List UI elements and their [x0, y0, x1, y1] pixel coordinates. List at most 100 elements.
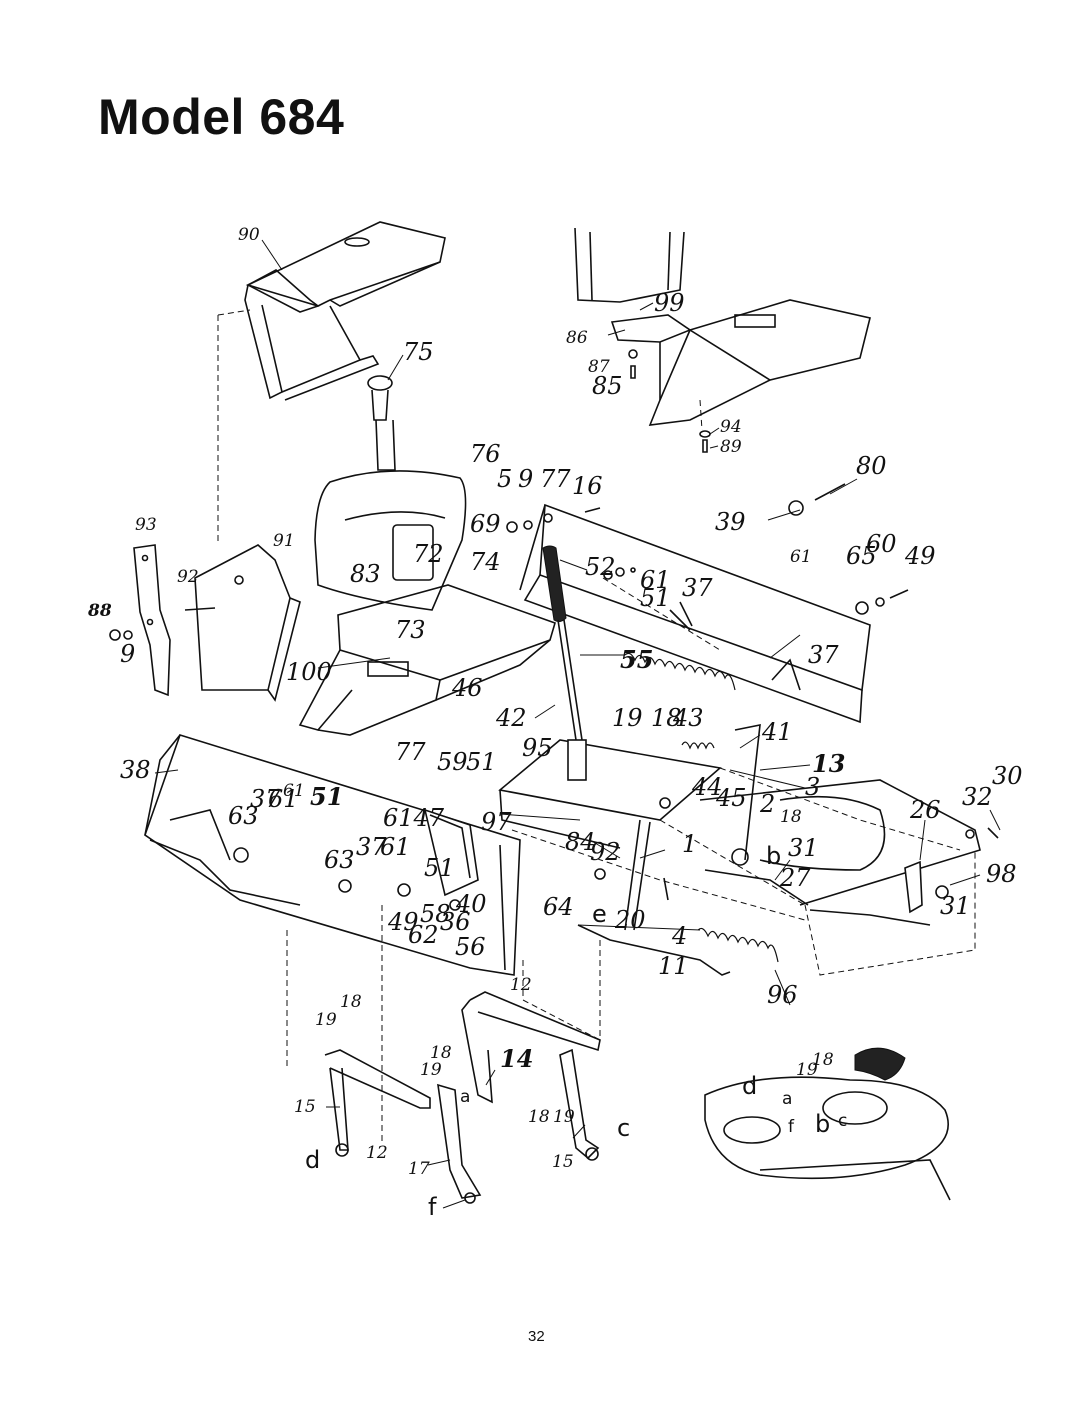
label-52: 52: [585, 553, 616, 581]
label-31a: 31: [788, 834, 819, 862]
label-84: 84: [565, 828, 596, 856]
label-85: 85: [592, 372, 623, 400]
label-61d: 61: [283, 781, 305, 801]
label-2: 2: [759, 790, 775, 818]
label-5: 5: [497, 465, 512, 493]
label-b1: b: [766, 842, 781, 870]
shift-lever: [542, 545, 587, 781]
label-32: 32: [962, 783, 993, 811]
label-77: 77: [540, 465, 571, 493]
label-51a: 51: [640, 584, 671, 612]
mower-deck: [704, 1047, 951, 1201]
label-d2: d: [742, 1072, 757, 1100]
label-92: 92: [177, 567, 199, 587]
extension-spring-lower: [577, 924, 779, 963]
label-90: 90: [238, 225, 260, 245]
label-4: 4: [671, 922, 687, 950]
extension-spring-upper: [580, 652, 736, 691]
label-75: 75: [403, 338, 434, 366]
label-91: 91: [273, 531, 295, 551]
label-74: 74: [470, 548, 501, 576]
label-43: 43: [672, 704, 704, 732]
label-62: 62: [408, 921, 439, 949]
label-16: 16: [572, 472, 603, 500]
label-19c: 19: [420, 1060, 442, 1080]
label-51d: 51: [424, 854, 455, 882]
label-37c: 37: [250, 785, 281, 813]
label-15b: 15: [294, 1097, 316, 1117]
label-38: 38: [120, 756, 151, 784]
lift-quadrant: [423, 808, 479, 897]
label-46: 46: [451, 674, 483, 702]
page-title: Model 684: [98, 89, 345, 145]
page-number: 32: [528, 1328, 545, 1345]
label-61e: 61: [380, 833, 411, 861]
label-60: 60: [866, 530, 897, 558]
label-27: 27: [779, 864, 811, 892]
label-f2: f: [788, 1117, 795, 1137]
label-76: 76: [470, 440, 501, 468]
label-37a: 37: [682, 574, 713, 602]
label-45: 45: [715, 784, 747, 812]
fuel-tank: [314, 375, 467, 611]
label-36: 36: [440, 908, 471, 936]
label-51b: 51: [466, 748, 497, 776]
label-96: 96: [767, 981, 798, 1009]
label-31b: 31: [940, 892, 971, 920]
label-63a: 63: [228, 802, 259, 830]
reference-lines: [217, 309, 721, 1145]
label-93: 93: [135, 515, 157, 535]
label-77b: 77: [395, 738, 426, 766]
label-a1: a: [460, 1087, 470, 1107]
label-c1: c: [617, 1114, 630, 1142]
label-95: 95: [522, 734, 553, 762]
label-19d: 19: [553, 1107, 575, 1127]
left-frame-rail: [144, 734, 521, 976]
label-49: 49: [904, 542, 936, 570]
label-61c: 61: [268, 785, 299, 813]
label-18b: 18: [780, 807, 802, 827]
label-18c: 18: [340, 992, 362, 1012]
label-61a: 61: [790, 547, 812, 567]
label-39: 39: [715, 508, 746, 536]
label-6147: 6147: [383, 804, 445, 832]
label-26: 26: [909, 796, 941, 824]
label-94: 94: [720, 417, 742, 437]
label-49b: 49: [387, 908, 419, 936]
label-87: 87: [588, 357, 610, 377]
label-89: 89: [720, 437, 742, 457]
label-e: e: [592, 900, 607, 928]
label-72: 72: [413, 540, 444, 568]
label-44: 44: [691, 773, 723, 801]
label-86: 86: [566, 328, 588, 348]
label-18d: 18: [430, 1043, 452, 1063]
label-37b: 37: [808, 641, 839, 669]
label-100: 100: [286, 658, 332, 686]
dash-panel-cover: [244, 221, 446, 401]
label-80: 80: [856, 452, 887, 480]
label-12a: 12: [510, 975, 532, 995]
part-labels: 90 75 99 86 87 85 94 89 80 76 5 9 77 16 …: [87, 225, 1023, 1221]
label-65: 65: [846, 542, 877, 570]
label-51c: 51: [310, 782, 343, 811]
label-88: 88: [87, 601, 112, 621]
small-spring: [681, 741, 715, 750]
label-17: 17: [408, 1159, 430, 1179]
label-73: 73: [395, 616, 426, 644]
side-panel: [194, 544, 301, 702]
label-59: 59: [437, 748, 468, 776]
rods: [577, 724, 931, 976]
tank-support-bracket: [298, 584, 556, 736]
label-19a: 19: [612, 704, 643, 732]
label-12b: 12: [366, 1143, 388, 1163]
hardware: [109, 349, 999, 911]
label-b2: b: [815, 1110, 830, 1138]
label-1: 1: [682, 830, 697, 858]
label-98: 98: [986, 860, 1017, 888]
label-42: 42: [495, 704, 527, 732]
label-99: 99: [654, 289, 685, 317]
label-f1: f: [428, 1193, 437, 1221]
label-61b: 61: [640, 566, 671, 594]
lift-arms: [324, 991, 601, 1204]
